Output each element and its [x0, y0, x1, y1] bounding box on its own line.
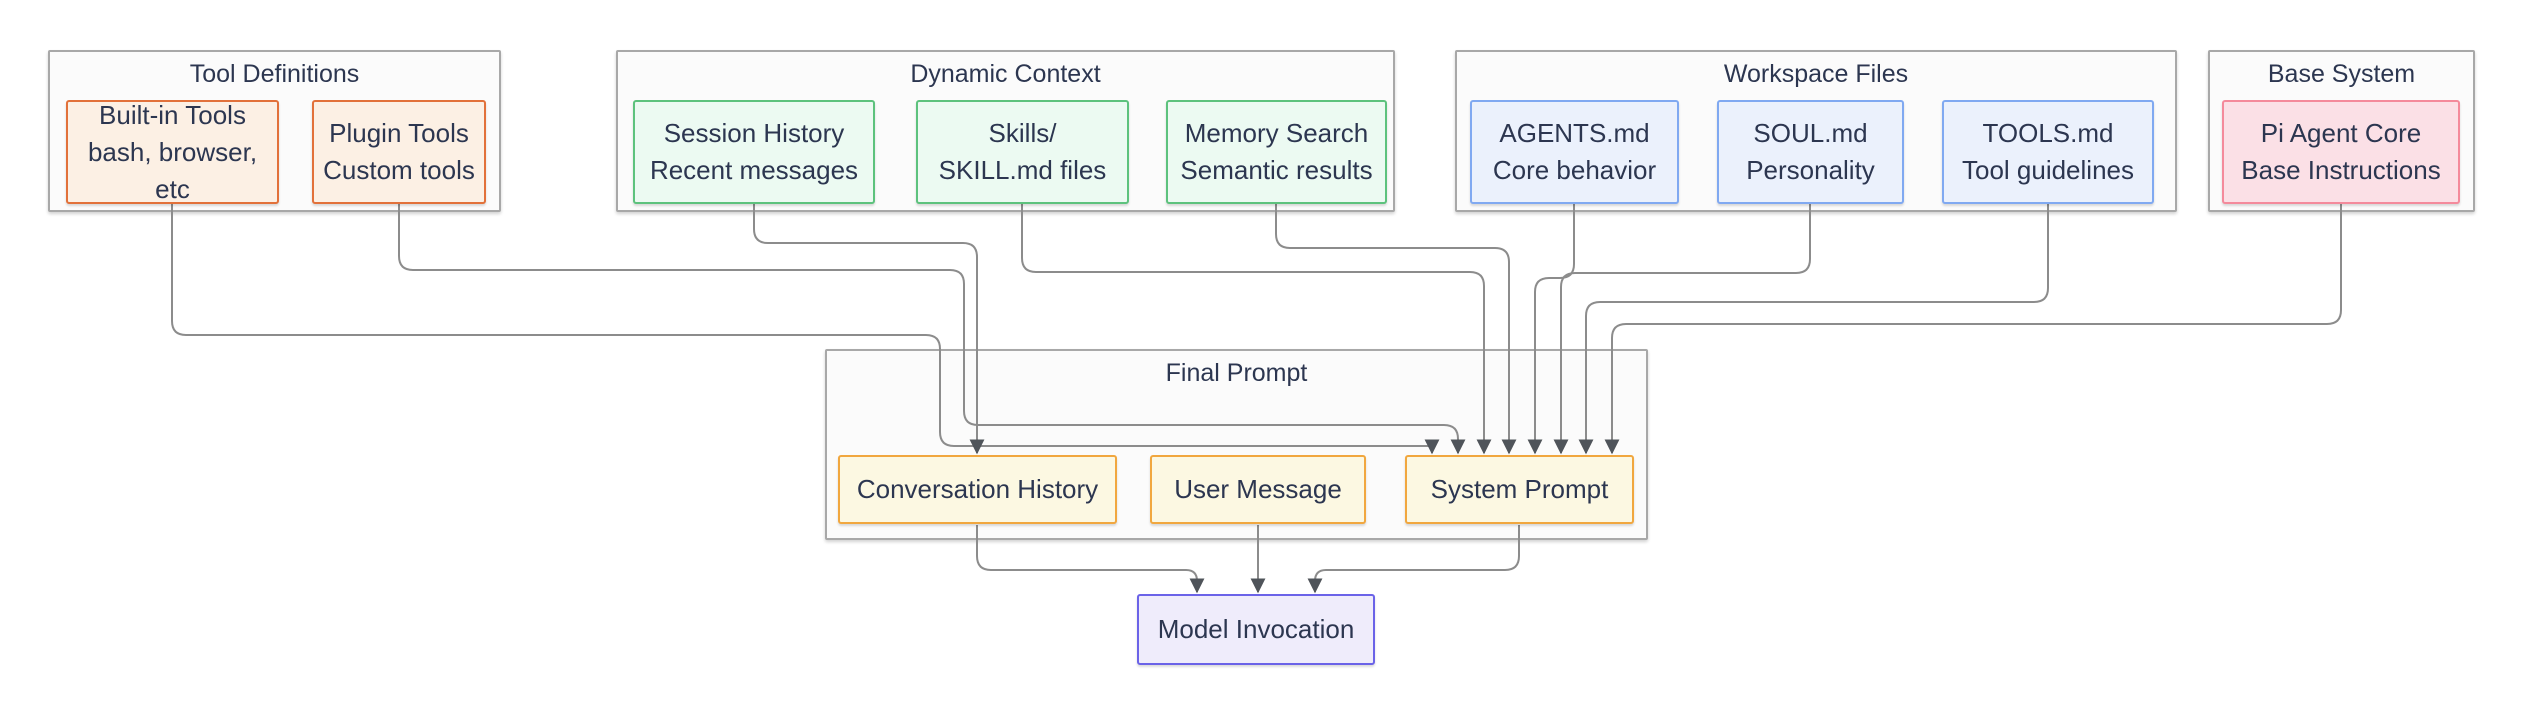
group-title-base-system: Base System [2267, 60, 2416, 88]
node-agents-md: AGENTS.md Core behavior [1470, 100, 1679, 204]
node-session-history: Session History Recent messages [633, 100, 875, 204]
node-built-in-tools: Built-in Tools bash, browser, etc [66, 100, 279, 204]
node-memory-search: Memory Search Semantic results [1166, 100, 1387, 204]
edge-skills-to-sysprompt [1021, 204, 1492, 455]
node-sublabel: SKILL.md files [938, 155, 1107, 185]
node-label: Memory Search [1184, 118, 1369, 148]
node-label: Conversation History [856, 474, 1099, 504]
node-model-invocation: Model Invocation [1137, 594, 1375, 665]
node-label: TOOLS.md [1982, 118, 2114, 148]
node-tools-md: TOOLS.md Tool guidelines [1942, 100, 2154, 204]
group-title-tool-definitions: Tool Definitions [189, 60, 360, 88]
group-title-dynamic-context: Dynamic Context [910, 60, 1101, 88]
edge-picore-to-sysprompt [1604, 204, 2342, 455]
edge-builtin-to-sysprompt [171, 204, 1440, 455]
node-sublabel: Custom tools [323, 155, 475, 185]
node-sublabel: bash, browser, etc [87, 136, 258, 204]
node-sublabel: Tool guidelines [1961, 155, 2134, 185]
node-skills: Skills/ SKILL.md files [916, 100, 1129, 204]
node-sublabel: Recent messages [649, 155, 859, 185]
node-label: AGENTS.md [1499, 118, 1650, 148]
edge-sysprompt-to-model [1307, 525, 1520, 594]
node-label: Skills/ [988, 118, 1057, 148]
node-label: System Prompt [1430, 474, 1609, 504]
node-sublabel: Semantic results [1180, 155, 1373, 185]
edge-plugin-to-sysprompt [398, 204, 1466, 455]
node-plugin-tools: Plugin Tools Custom tools [312, 100, 486, 204]
node-sublabel: Core behavior [1492, 155, 1657, 185]
node-label: User Message [1174, 474, 1342, 504]
node-label: Built-in Tools [99, 99, 246, 130]
node-label: Session History [663, 118, 845, 148]
node-label: Plugin Tools [329, 118, 469, 148]
edge-memory-to-sysprompt [1275, 204, 1517, 455]
node-pi-agent-core: Pi Agent Core Base Instructions [2222, 100, 2460, 204]
node-sublabel: Personality [1746, 155, 1875, 185]
node-conversation-history: Conversation History [838, 455, 1117, 524]
edge-tools-to-sysprompt [1578, 204, 2049, 455]
node-system-prompt: System Prompt [1405, 455, 1634, 524]
edge-conversation-to-model [976, 525, 1205, 594]
group-title-final-prompt: Final Prompt [1165, 359, 1308, 387]
node-sublabel: Base Instructions [2241, 155, 2441, 185]
edge-agents-to-sysprompt [1527, 204, 1575, 455]
edge-soul-to-sysprompt [1553, 204, 1811, 455]
node-label: Pi Agent Core [2260, 118, 2422, 148]
node-soul-md: SOUL.md Personality [1717, 100, 1904, 204]
edge-session-to-conversation [753, 204, 985, 455]
node-label: Model Invocation [1157, 614, 1355, 644]
node-user-message: User Message [1150, 455, 1366, 524]
node-label: SOUL.md [1753, 118, 1868, 148]
group-title-workspace-files: Workspace Files [1723, 60, 1909, 88]
